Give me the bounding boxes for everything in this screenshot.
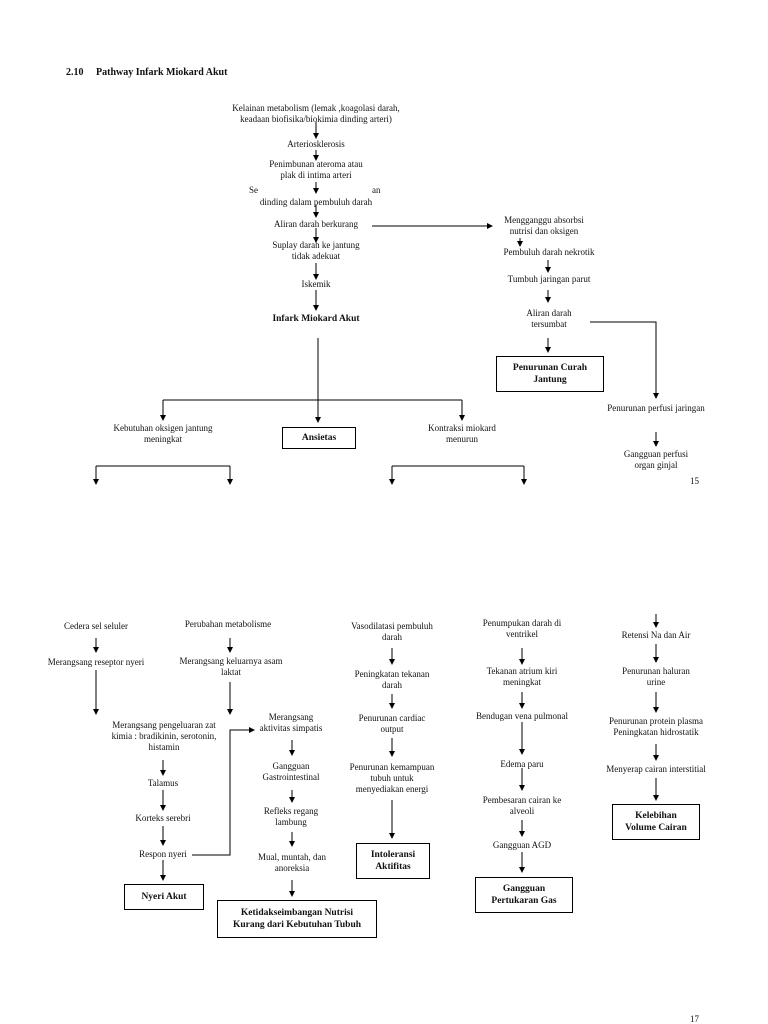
node-kontraksi-miokard: Kontraksi miokard menurun	[428, 423, 496, 444]
section-title: Pathway Infark Miokard Akut	[96, 67, 228, 78]
node-kebutuhan-oksigen: Kebutuhan oksigen jantung meningkat	[113, 423, 213, 444]
node-iskemik: Iskemik	[301, 279, 331, 289]
node-edema-paru: Edema paru	[500, 759, 544, 769]
node-aliran-darah-berkurang: Aliran darah berkurang	[274, 219, 358, 229]
node-arteriosklerosis: Arteriosklerosis	[287, 139, 345, 149]
node-retensi-na: Retensi Na dan Air	[621, 630, 691, 640]
diagnosis-ansietas: Ansietas	[282, 427, 356, 449]
node-dinding-pembuluh: dinding dalam pembuluh darah	[259, 197, 373, 207]
node-jaringan-parut: Tumbuh jaringan parut	[507, 274, 591, 284]
node-refleks-regang: Refleks regang lambung	[263, 806, 319, 827]
node-perubahan-metabolisme: Perubahan metabolisme	[184, 619, 272, 629]
diagnosis-penurunan-curah-jantung: Penurunan Curah Jantung	[496, 356, 604, 392]
arrow	[192, 727, 255, 856]
node-gangguan-perfusi-ginjal: Gangguan perfusi organ ginjal	[623, 449, 689, 470]
node-tekanan-atrium: Tekanan atrium kiri meningkat	[486, 666, 558, 687]
node-penurunan-cardiac-output: Penurunan cardiac output	[358, 713, 426, 734]
node-kelainan-metabolism: Kelainan metabolism (lemak ,koagolasi da…	[232, 103, 400, 124]
node-penurunan-perfusi: Penurunan perfusi jaringan	[607, 403, 705, 413]
node-penurunan-haluran: Penurunan haluran urine	[622, 666, 690, 687]
node-korteks-serebri: Korteks serebri	[135, 813, 191, 823]
node-reseptor-nyeri: Merangsang reseptor nyeri	[47, 657, 145, 667]
node-gangguan-agd: Gangguan AGD	[492, 840, 552, 850]
node-penumpukan-darah: Penumpukan darah di ventrikel	[482, 618, 562, 639]
node-pembesaran-cairan: Pembesaran cairan ke alveoli	[482, 795, 562, 816]
node-cedera-sel: Cedera sel seluler	[64, 621, 128, 631]
diagnosis-ketidakseimbangan-nutrisi: Ketidakseimbangan Nutrisi Kurang dari Ke…	[217, 900, 377, 938]
node-penimbunan-ateroma: Penimbunan ateroma atau plak di intima a…	[269, 159, 363, 180]
diagnosis-intoleransi-aktifitas: Intoleransi Aktifitas	[356, 843, 430, 879]
node-talamus: Talamus	[147, 778, 179, 788]
node-aliran-tersumbat: Aliran darah tersumbat	[526, 308, 572, 329]
node-mual-muntah: Mual, muntah, dan anoreksia	[258, 852, 326, 873]
node-menyerap-cairan: Menyerap cairan interstitial	[606, 764, 706, 774]
node-infark-miokard-akut: Infark Miokard Akut	[272, 314, 360, 324]
node-fragment-left: Se	[249, 185, 258, 195]
node-gangguan-gastrointestinal: Gangguan Gastrointestinal	[262, 761, 320, 782]
section-heading: 2.10 Pathway Infark Miokard Akut	[66, 67, 227, 78]
node-penurunan-kemampuan: Penurunan kemampuan tubuh untuk menyedia…	[349, 762, 435, 794]
diagnosis-nyeri-akut: Nyeri Akut	[124, 884, 204, 910]
node-penurunan-protein: Penurunan protein plasma Peningkatan hid…	[609, 716, 703, 737]
node-fragment-right: an	[372, 185, 381, 195]
node-vasodilatasi: Vasodilatasi pembuluh darah	[351, 621, 433, 642]
page-number-top: 15	[690, 476, 699, 486]
node-peningkatan-tekanan: Peningkatan tekanan darah	[354, 669, 430, 690]
page-number-bottom: 17	[690, 1014, 699, 1024]
node-mengganggu-absorbsi: Mengganggu absorbsi nutrisi dan oksigen	[504, 215, 584, 236]
section-number: 2.10	[66, 67, 84, 78]
diagnosis-kelebihan-volume-cairan: Kelebihan Volume Cairan	[612, 804, 700, 840]
diagnosis-gangguan-pertukaran-gas: Gangguan Pertukaran Gas	[475, 877, 573, 913]
node-pembuluh-nekrotik: Pembuluh darah nekrotik	[503, 247, 595, 257]
arrow	[590, 321, 659, 399]
node-suplay-darah: Suplay darah ke jantung tidak adekuat	[272, 240, 360, 261]
node-asam-laktat: Merangsang keluarnya asam laktat	[179, 656, 283, 677]
node-bendungan-vena: Bendugan vena pulmonal	[476, 711, 568, 721]
node-pengeluaran-zat-kimia: Merangsang pengeluaran zat kimia : bradi…	[111, 720, 217, 752]
node-respon-nyeri: Respon nyeri	[139, 849, 187, 859]
node-aktivitas-simpatis: Merangsang aktivitas simpatis	[259, 712, 323, 733]
